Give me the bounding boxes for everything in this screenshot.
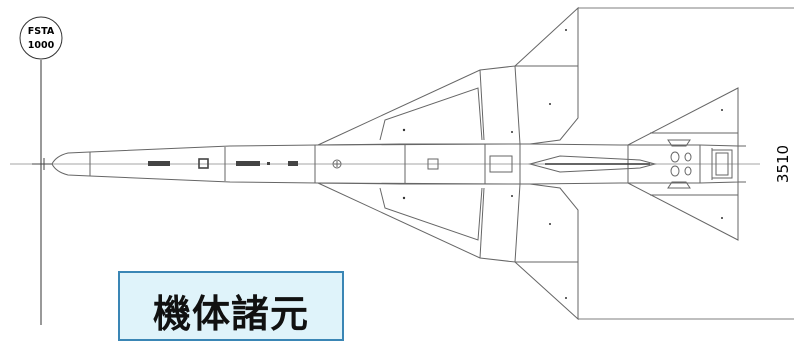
main-wing-lower <box>317 182 521 263</box>
main-wing-upper <box>317 65 521 146</box>
aircraft-outline <box>32 6 746 321</box>
outer-wing-upper <box>514 6 579 145</box>
fsta-marker: FSTA 1000 <box>19 16 63 60</box>
fsta-label-line2: 1000 <box>28 40 55 51</box>
fsta-label-line1: FSTA <box>28 26 55 37</box>
outer-wing-lower <box>514 183 579 321</box>
spec-title-box: 機体諸元 <box>118 271 344 341</box>
aircraft-top-view-drawing: FSTA 1000 <box>10 6 794 325</box>
fuselage <box>51 143 739 185</box>
h-tail-lower <box>627 182 739 241</box>
equipment-marks <box>148 158 298 169</box>
span-dimension-label: 3510 <box>774 145 792 183</box>
spec-title: 機体諸元 <box>152 292 309 336</box>
h-tail-upper <box>627 87 739 146</box>
reference-dots <box>402 29 723 299</box>
